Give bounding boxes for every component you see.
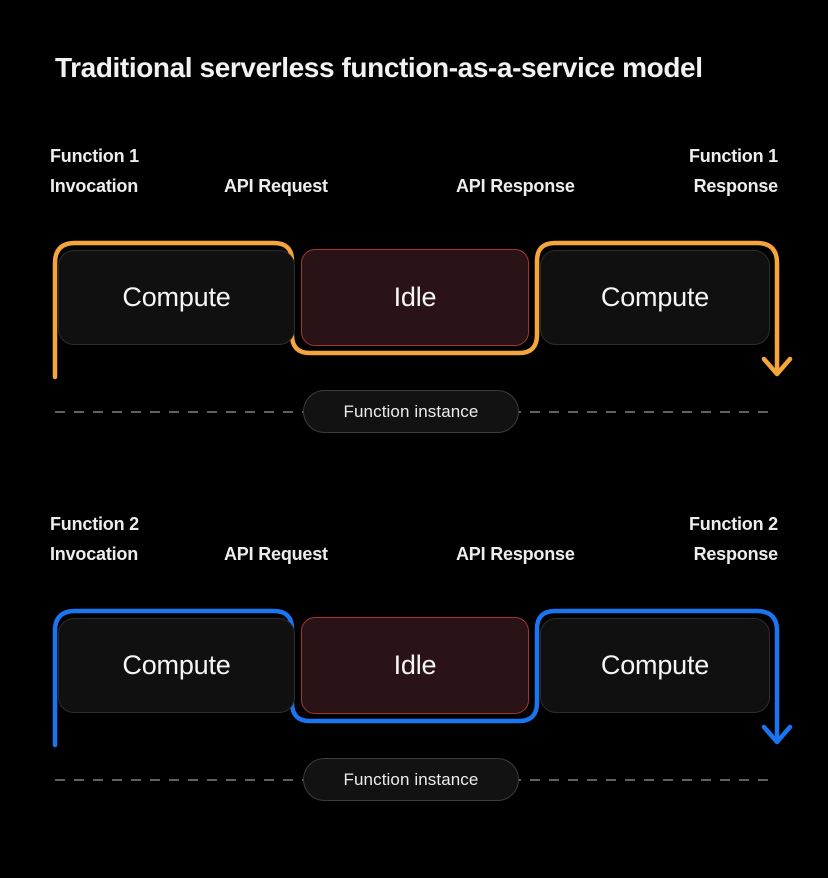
compute-box-label: Compute: [600, 282, 710, 312]
function-instance-badge-label: Function instance: [343, 769, 479, 789]
flow-arrow-path: [52, 240, 780, 380]
api-request-label: API Request: [224, 544, 328, 564]
compute-box-label: Compute: [600, 650, 710, 680]
response-label-line2: Response: [693, 544, 779, 564]
api-response-label: API Response: [456, 544, 575, 564]
timeline-svg: [52, 240, 793, 413]
function-instance-badge: Function instance: [303, 390, 519, 433]
function-instance-badge: Function instance: [303, 758, 519, 801]
flow-arrow-head: [761, 356, 793, 377]
idle-box-label: Idle: [393, 650, 437, 680]
compute-box: Compute: [540, 250, 770, 345]
idle-box: Idle: [301, 249, 529, 346]
flow-arrow-path: [52, 608, 780, 748]
invocation-label: Function 1 Invocation: [50, 141, 139, 201]
response-label-line2: Response: [693, 176, 779, 196]
function-1-lane: Function 1 Invocation API Request API Re…: [50, 141, 793, 433]
invocation-label-line1: Function 1: [50, 146, 139, 166]
invocation-label-line2: Invocation: [50, 544, 139, 564]
idle-box: Idle: [301, 617, 529, 714]
compute-box: Compute: [58, 618, 295, 713]
page-title: Traditional serverless function-as-a-ser…: [55, 52, 703, 83]
idle-box-label: Idle: [393, 282, 437, 312]
invocation-label-line1: Function 2: [50, 514, 139, 534]
invocation-label: Function 2 Invocation: [50, 509, 139, 569]
flow-arrow-head: [761, 724, 793, 745]
function-instance-badge-label: Function instance: [343, 401, 479, 421]
function-2-lane: Function 2 Invocation API Request API Re…: [0, 368, 828, 808]
compute-box: Compute: [540, 618, 770, 713]
response-label-line1: Function 1: [689, 146, 778, 166]
response-label: Function 1 Response: [689, 141, 778, 201]
invocation-label-line2: Invocation: [50, 176, 139, 196]
api-request-label: API Request: [224, 176, 328, 196]
compute-box-label: Compute: [122, 282, 231, 312]
compute-box-label: Compute: [122, 650, 231, 680]
api-response-label: API Response: [456, 176, 575, 196]
response-label-line1: Function 2: [689, 514, 778, 534]
compute-box: Compute: [58, 250, 295, 345]
timeline-svg: [52, 608, 793, 781]
response-label: Function 2 Response: [689, 509, 778, 569]
